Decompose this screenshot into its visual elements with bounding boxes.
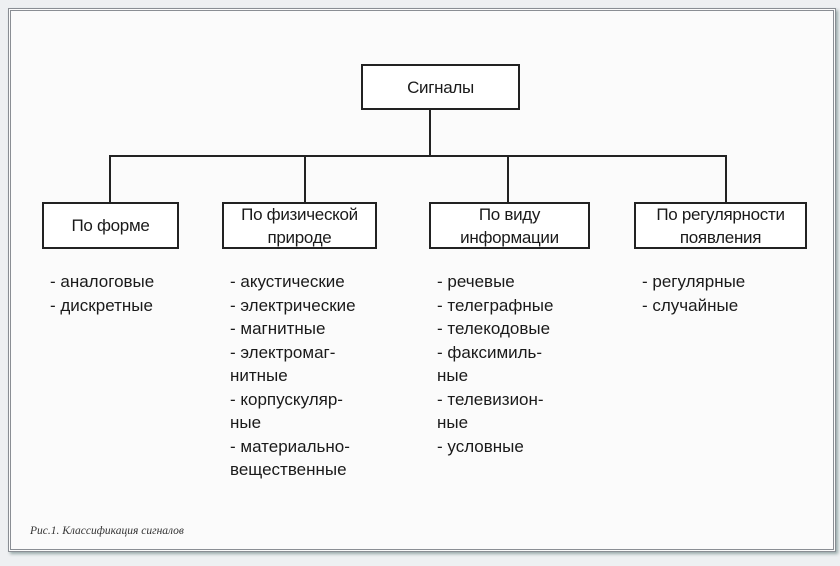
connector-branch-4 [725, 155, 727, 203]
category-label: По регулярности [656, 204, 785, 224]
list-by-regularity: - регулярные - случайные [642, 270, 745, 317]
list-item: - электромаг- [230, 342, 336, 362]
category-by-regularity: По регулярности появления [634, 202, 807, 249]
root-node-signals: Сигналы [361, 64, 520, 110]
category-label: природе [267, 227, 332, 247]
category-by-physical-nature: По физической природе [222, 202, 377, 249]
list-item: ные [437, 413, 469, 432]
category-label: информации [460, 227, 559, 247]
list-by-physical-nature: - акустические - электрические - магнитн… [230, 270, 356, 482]
list-item: - электрические [230, 295, 356, 315]
root-label: Сигналы [407, 77, 474, 97]
connector-branch-3 [507, 155, 509, 203]
list-item: - корпускуляр- [230, 389, 343, 409]
list-by-form: - аналоговые - дискретные [50, 270, 154, 317]
category-label: По форме [71, 216, 150, 235]
category-by-form: По форме [42, 202, 179, 249]
connector-horizontal [109, 155, 727, 157]
list-item: ные [437, 366, 469, 385]
list-item: - условные [437, 436, 524, 456]
list-item: ные [230, 413, 262, 432]
list-item: вещественные [230, 460, 347, 479]
list-item: - случайные [642, 295, 739, 315]
list-item: - материально- [230, 436, 350, 456]
connector-root-down [429, 109, 431, 157]
list-item: нитные [230, 366, 288, 385]
list-by-information-type: - речевые - телеграфные - телекодовые - … [437, 270, 553, 458]
list-item: - телевизион- [437, 389, 544, 409]
list-item: - магнитные [230, 319, 326, 338]
list-item: - регулярные [642, 272, 746, 291]
list-item: - телекодовые [437, 319, 551, 338]
list-item: - речевые [437, 272, 515, 291]
connector-branch-2 [304, 155, 306, 203]
category-label: появления [679, 227, 762, 247]
list-item: - дискретные [50, 295, 153, 315]
list-item: - акустические [230, 272, 345, 291]
category-label: По физической [241, 204, 358, 224]
connector-branch-1 [109, 155, 111, 203]
list-item: - аналоговые [50, 272, 155, 291]
category-label: По виду [478, 204, 541, 224]
category-by-information-type: По виду информации [429, 202, 590, 249]
list-item: - телеграфные [437, 295, 554, 315]
list-item: - факсимиль- [437, 342, 543, 362]
figure-caption: Рис.1. Классификация сигналов [30, 525, 184, 537]
